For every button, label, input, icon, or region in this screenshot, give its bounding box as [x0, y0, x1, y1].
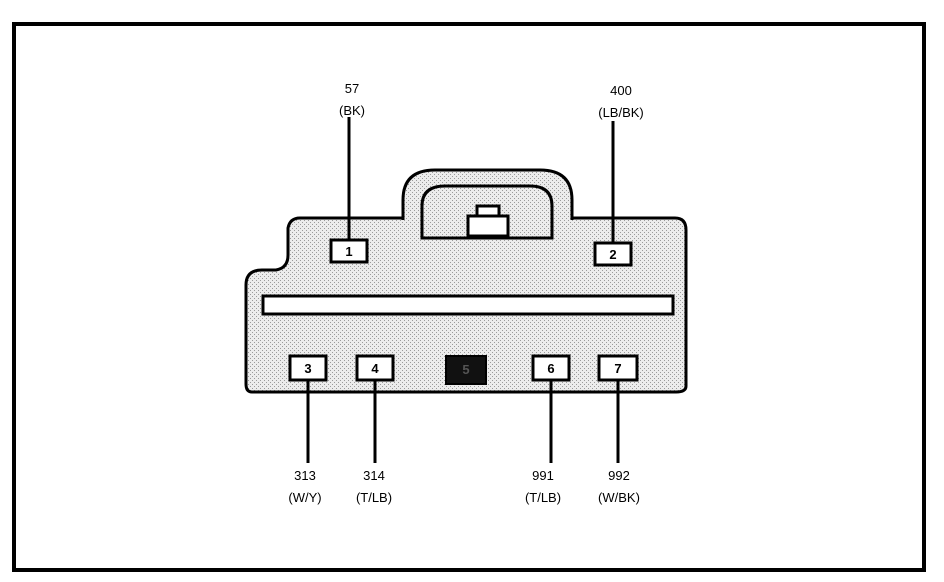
pin-1-circuit-label: 57: [345, 81, 359, 96]
pin-3-color-label: (W/Y): [288, 490, 321, 505]
pin-4-box: [355, 354, 395, 382]
pin-4-color-label: (T/LB): [356, 490, 392, 505]
pin-7-color-label: (W/BK): [598, 490, 640, 505]
pin-4: 4: [355, 354, 395, 382]
pin-1-number: 1: [345, 244, 352, 259]
pin-3-circuit-label: 313: [294, 468, 316, 483]
pin-3: 3: [288, 354, 328, 382]
leader-lines: [306, 117, 620, 463]
pin-7: 7: [597, 354, 639, 382]
pin-2-color-label: (LB/BK): [598, 105, 644, 120]
pin-5-number: 5: [462, 362, 469, 377]
pin-2-box: [593, 241, 633, 267]
pin-3-number: 3: [304, 361, 311, 376]
pin-2-circuit-label: 400: [610, 83, 632, 98]
pin-1: 1: [329, 238, 369, 264]
latch: [466, 214, 510, 238]
pin-5-plugged-cavity: [445, 355, 487, 385]
keyway-slot: [261, 294, 675, 316]
pin-6-circuit-label: 991: [532, 468, 554, 483]
pin-5: 5: [445, 355, 487, 385]
pin-6-box: [531, 354, 571, 382]
pin-1-color-label: (BK): [339, 103, 365, 118]
pin-7-circuit-label: 992: [608, 468, 630, 483]
latch-top: [475, 204, 501, 218]
pin-1-box: [329, 238, 369, 264]
pin-3-box: [288, 354, 328, 382]
pin-4-number: 4: [371, 361, 379, 376]
pin-6: 6: [531, 354, 571, 382]
pin-7-box: [597, 354, 639, 382]
pin-4-circuit-label: 314: [363, 468, 385, 483]
pin-2: 2: [593, 241, 633, 267]
pin-7-number: 7: [614, 361, 621, 376]
pin-6-number: 6: [547, 361, 554, 376]
pin-2-number: 2: [609, 247, 616, 262]
pin-6-color-label: (T/LB): [525, 490, 561, 505]
